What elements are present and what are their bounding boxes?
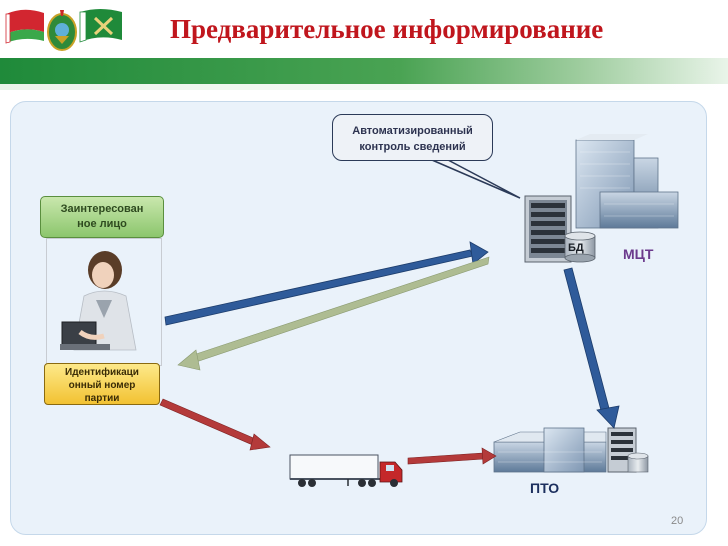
db-label: БД [568,242,584,254]
belarus-flag-icon [5,9,44,44]
slide-title: Предварительное информирование [170,14,604,44]
pto-label: ПТО [530,480,560,496]
mct-label: МЦТ [623,246,654,262]
identification-line-2: онный номер [68,380,136,391]
mct-buildings-icon [575,134,679,229]
person-card [46,238,162,366]
header-band [0,58,728,84]
server-rack-icon [524,195,572,263]
arrow-return-to-party [192,256,490,363]
callout-line-2: контроль сведений [359,141,466,153]
emblem-icon [47,10,77,51]
pto-buildings-icon [493,427,649,473]
truck-icon [289,454,403,487]
interested-party-line-2: ное лицо [77,218,127,230]
callout-line-1: Автоматизированный [352,125,473,137]
customs-flag-icon [79,9,122,43]
arrow-to-truck [159,398,259,447]
identification-line-1: Идентификаци [65,367,139,378]
arrow-mct-to-pto [563,267,611,415]
identification-line-3: партии [84,393,120,404]
interested-party-box: Заинтересован ное лицо [40,196,164,238]
page-number: 20 [671,515,684,527]
automated-control-callout: Автоматизированный контроль сведений [332,114,493,161]
person-with-laptop-icon [60,251,137,351]
arrow-truck-to-pto [407,452,485,465]
interested-party-line-1: Заинтересован [60,203,144,215]
callout-tail [431,159,521,199]
header-band-fade [0,84,728,90]
identification-number-box: Идентификаци онный номер партии [44,363,160,405]
database-cylinder-icon [564,231,596,263]
